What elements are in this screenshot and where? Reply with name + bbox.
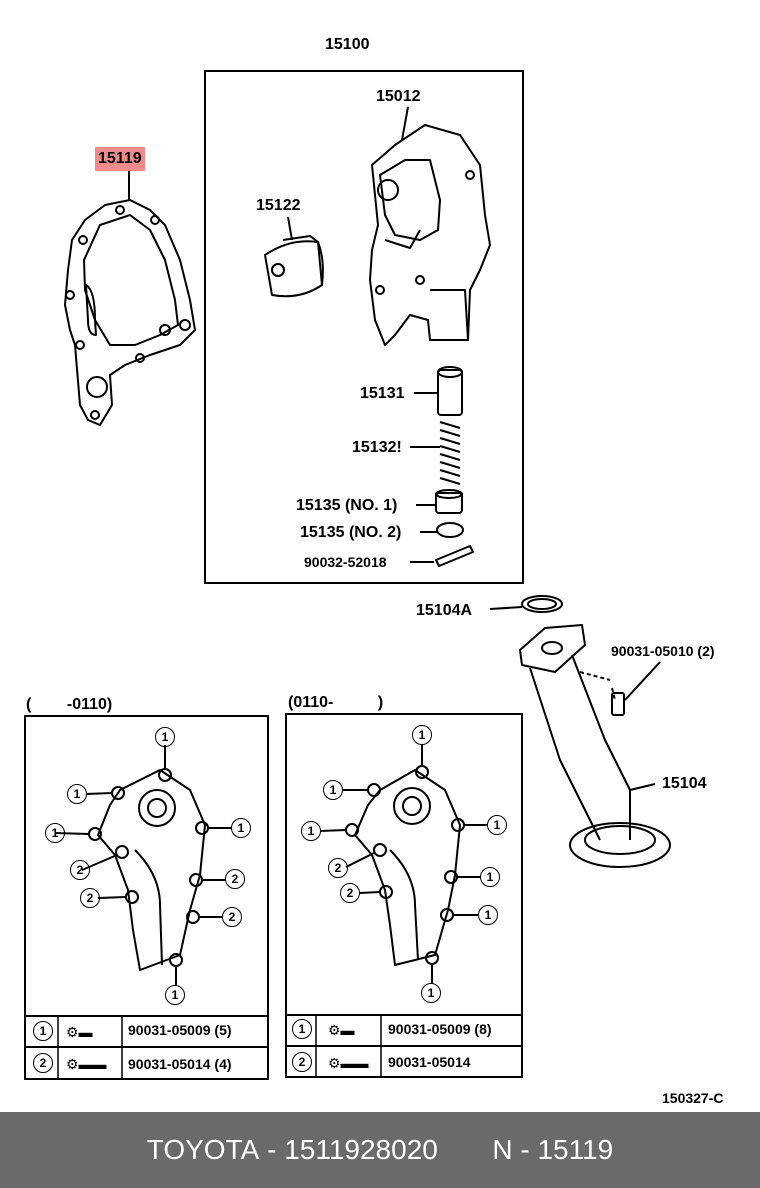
label-15135-no2[interactable]: 15135 (NO. 2) xyxy=(300,524,402,541)
bolt-long-icon: ⚙▬▬ xyxy=(66,1056,107,1072)
strainer-drawing xyxy=(519,624,671,868)
label-15100[interactable]: 15100 xyxy=(325,36,370,53)
footer-gap xyxy=(438,1134,492,1166)
callout-1: 1 xyxy=(412,725,432,745)
footer-brand: TOYOTA xyxy=(146,1134,260,1165)
label-15104[interactable]: 15104 xyxy=(662,775,707,792)
legend-part[interactable]: 90031-05009 (8) xyxy=(388,1021,492,1037)
legend-num: 2 xyxy=(292,1052,312,1072)
left-panel-range: ( -0110) xyxy=(26,696,113,713)
legend-num: 1 xyxy=(33,1021,53,1041)
parts-diagram xyxy=(24,106,671,1080)
legend-num: 1 xyxy=(292,1019,312,1039)
callout-2: 2 xyxy=(222,907,242,927)
bolt-long-icon: ⚙▬▬ xyxy=(328,1055,369,1071)
footer-n: N xyxy=(492,1134,513,1165)
callout-1: 1 xyxy=(421,983,441,1003)
label-15135-no1[interactable]: 15135 (NO. 1) xyxy=(296,497,398,514)
relief-valve-drawing xyxy=(410,366,474,567)
footer-separator: - xyxy=(259,1134,285,1165)
callout-1: 1 xyxy=(478,905,498,925)
gasket-drawing xyxy=(64,171,196,426)
callout-2: 2 xyxy=(80,888,100,908)
callout-1: 1 xyxy=(301,821,321,841)
callout-1: 1 xyxy=(231,818,251,838)
callout-1: 1 xyxy=(480,867,500,887)
legend-part[interactable]: 90031-05014 (4) xyxy=(128,1056,232,1072)
callout-1: 1 xyxy=(45,823,65,843)
bolt-short-icon: ⚙▬ xyxy=(66,1024,93,1040)
legend-part[interactable]: 90031-05009 (5) xyxy=(128,1022,232,1038)
callout-2: 2 xyxy=(328,858,348,878)
label-15104a[interactable]: 15104A xyxy=(416,602,473,619)
left-bolt-layout-drawing xyxy=(24,715,269,1080)
label-reference-code: 150327-C xyxy=(662,1090,724,1106)
callout-2: 2 xyxy=(340,883,360,903)
legend-part[interactable]: 90031-05014 xyxy=(388,1054,471,1070)
callout-1: 1 xyxy=(155,727,175,747)
right-bolt-layout-drawing xyxy=(285,713,523,1078)
label-90032-52018[interactable]: 90032-52018 xyxy=(304,554,387,570)
callout-1: 1 xyxy=(67,784,87,804)
callout-2: 2 xyxy=(70,860,90,880)
footer-separator: - xyxy=(512,1134,538,1165)
label-15119-highlighted[interactable]: 15119 xyxy=(95,147,145,171)
label-15132[interactable]: 15132! xyxy=(352,439,402,456)
bolt-short-icon: ⚙▬ xyxy=(328,1022,355,1038)
footer-bar: TOYOTA - 1511928020 N - 15119 xyxy=(0,1112,760,1188)
callout-1: 1 xyxy=(165,985,185,1005)
oring-drawing xyxy=(489,595,563,613)
callout-1: 1 xyxy=(323,780,343,800)
label-90031-05010[interactable]: 90031-05010 (2) xyxy=(611,643,715,659)
legend-num: 2 xyxy=(33,1053,53,1073)
footer-ref: 15119 xyxy=(537,1134,614,1165)
label-15131[interactable]: 15131 xyxy=(360,385,405,402)
pump-assembly-box xyxy=(204,70,524,584)
label-15012[interactable]: 15012 xyxy=(376,88,421,105)
right-panel-range: (0110- ) xyxy=(288,694,384,711)
footer-part-number[interactable]: 1511928020 xyxy=(284,1134,438,1165)
callout-1: 1 xyxy=(487,815,507,835)
label-15122[interactable]: 15122 xyxy=(256,197,301,214)
pump-body-drawing xyxy=(369,106,491,346)
callout-2: 2 xyxy=(225,869,245,889)
rotor-drawing xyxy=(264,216,324,298)
